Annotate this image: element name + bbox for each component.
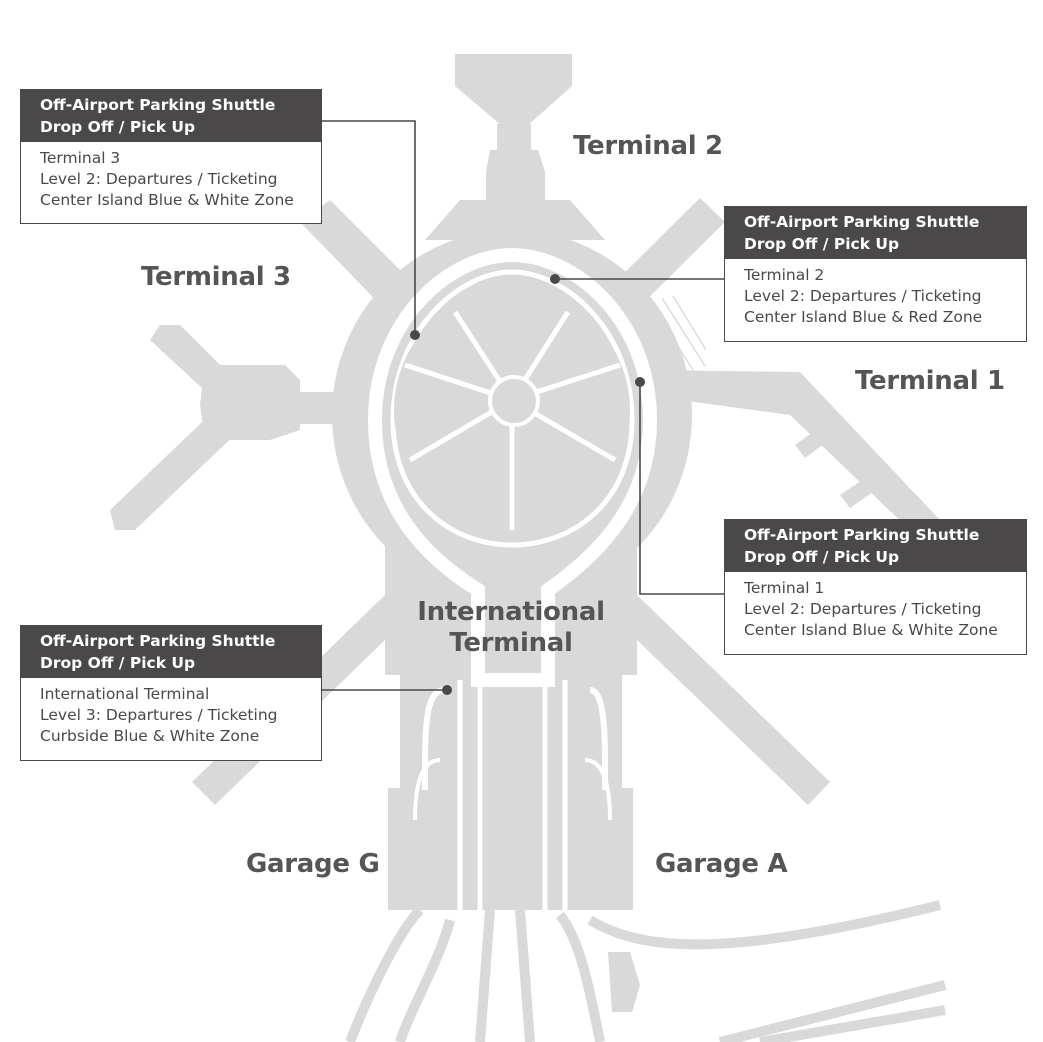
outbound-roads (345, 900, 947, 1042)
label-terminal-3: Terminal 3 (141, 262, 291, 292)
south-road-3 (457, 680, 568, 910)
terminal-1-gate-b (840, 475, 880, 508)
terminal-2-funnel (455, 54, 572, 146)
terminal-2-tower (497, 124, 531, 154)
callout-subtitle: Drop Off / Pick Up (744, 548, 900, 566)
garage-connector (440, 790, 580, 910)
callout-points (410, 274, 645, 695)
callout-terminal-3: Off-Airport Parking Shuttle Drop Off / P… (20, 89, 322, 224)
label-garage-a: Garage A (655, 849, 788, 879)
point-terminal-1 (635, 377, 645, 387)
terminal-1-gate-a (795, 420, 840, 458)
international-arm-east (637, 595, 830, 805)
approach-band (400, 670, 622, 790)
callout-subtitle: Drop Off / Pick Up (744, 235, 900, 253)
callout-level: Level 2: Departures / Ticketing (744, 600, 982, 618)
callout-terminal: International Terminal (40, 685, 210, 703)
callout-terminal-2: Off-Airport Parking Shuttle Drop Off / P… (724, 206, 1027, 342)
outer-loop-road (367, 247, 658, 687)
south-road-4 (413, 758, 612, 821)
callout-zone: Center Island Blue & White Zone (40, 191, 294, 209)
callout-zone: Curbside Blue & White Zone (40, 727, 260, 745)
label-terminal-1: Terminal 1 (855, 366, 1005, 396)
label-international-terminal: International Terminal (410, 597, 612, 659)
terminal-2-body (486, 150, 545, 205)
road-network (367, 247, 658, 910)
callout-body: International Terminal Level 3: Departur… (21, 678, 321, 755)
garage-a-block (571, 788, 633, 910)
callout-title: Off-Airport Parking Shuttle (744, 213, 980, 231)
central-hub (394, 290, 630, 530)
callout-subtitle: Drop Off / Pick Up (40, 118, 196, 136)
callout-zone: Center Island Blue & White Zone (744, 621, 998, 639)
leader-lines (322, 120, 725, 691)
terminal-3-sw-arm (110, 405, 245, 530)
label-international-line1: International (417, 597, 605, 627)
callout-title: Off-Airport Parking Shuttle (40, 632, 276, 650)
garage-g-block (388, 788, 450, 910)
point-terminal-2 (550, 274, 560, 284)
terminal-2-base (425, 200, 605, 240)
leader-terminal-3 (322, 120, 416, 335)
callout-body: Terminal 3 Level 2: Departures / Ticketi… (21, 142, 321, 219)
callout-body: Terminal 1 Level 2: Departures / Ticketi… (725, 572, 1026, 649)
label-international-line2: Terminal (449, 628, 573, 658)
callout-terminal: Terminal 1 (744, 579, 825, 597)
callout-level: Level 2: Departures / Ticketing (744, 287, 982, 305)
callout-level: Level 3: Departures / Ticketing (40, 706, 278, 724)
southeast-building (608, 952, 640, 1012)
label-garage-g: Garage G (246, 849, 380, 879)
callout-body: Terminal 2 Level 2: Departures / Ticketi… (725, 259, 1026, 336)
south-road-1 (422, 687, 446, 790)
callout-header: Off-Airport Parking Shuttle Drop Off / P… (21, 90, 321, 142)
callout-level: Level 2: Departures / Ticketing (40, 170, 278, 188)
callout-terminal: Terminal 2 (744, 266, 825, 284)
callout-terminal: Terminal 3 (40, 149, 121, 167)
point-terminal-3 (410, 330, 420, 340)
inner-loop-road (390, 269, 635, 548)
south-road-2 (589, 687, 608, 790)
callout-title: Off-Airport Parking Shuttle (40, 96, 276, 114)
callout-title: Off-Airport Parking Shuttle (744, 526, 980, 544)
point-international (442, 685, 452, 695)
hatch-area (629, 295, 707, 396)
callout-terminal-1: Off-Airport Parking Shuttle Drop Off / P… (724, 519, 1027, 655)
callout-zone: Center Island Blue & Red Zone (744, 308, 983, 326)
callout-subtitle: Drop Off / Pick Up (40, 654, 196, 672)
label-terminal-2: Terminal 2 (573, 131, 723, 161)
callout-header: Off-Airport Parking Shuttle Drop Off / P… (21, 626, 321, 678)
callout-header: Off-Airport Parking Shuttle Drop Off / P… (725, 207, 1026, 259)
leader-terminal-1 (639, 382, 725, 595)
callout-international-terminal: Off-Airport Parking Shuttle Drop Off / P… (20, 625, 322, 761)
callout-header: Off-Airport Parking Shuttle Drop Off / P… (725, 520, 1026, 572)
